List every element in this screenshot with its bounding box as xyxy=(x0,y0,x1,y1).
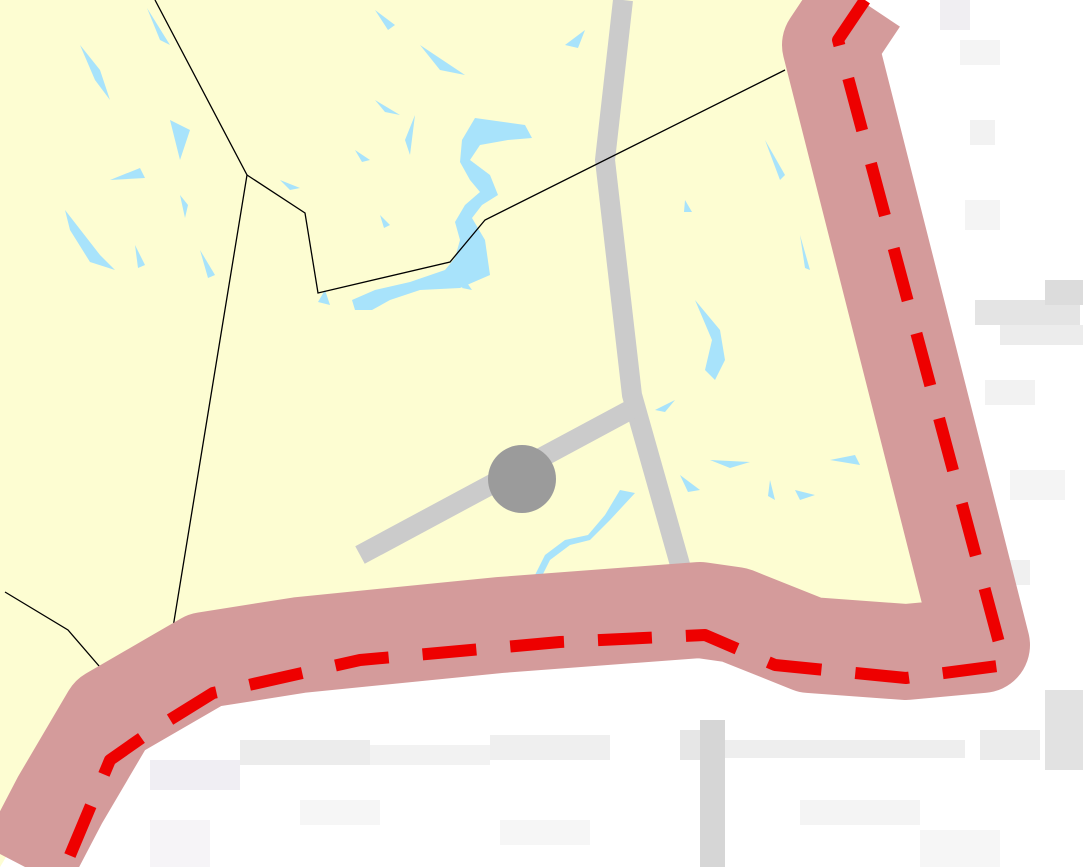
pond xyxy=(795,490,815,500)
pond xyxy=(80,45,110,100)
pond xyxy=(375,10,395,30)
pond xyxy=(147,8,170,45)
pond xyxy=(800,235,810,270)
pond xyxy=(405,115,415,155)
pond xyxy=(830,455,860,465)
pond xyxy=(565,30,585,48)
pond xyxy=(680,475,700,492)
main-road xyxy=(594,0,700,603)
district-boundary xyxy=(246,69,786,294)
pond xyxy=(280,180,300,190)
water-features xyxy=(65,8,860,600)
outside-raster xyxy=(150,0,1083,867)
pond xyxy=(420,45,465,75)
pond xyxy=(765,140,785,180)
pond xyxy=(375,100,400,115)
pond xyxy=(768,480,775,500)
admin-boundary-halo xyxy=(0,0,1030,867)
pond xyxy=(170,120,190,160)
point-marker[interactable] xyxy=(488,445,556,513)
pond xyxy=(110,168,145,180)
pond xyxy=(200,250,215,278)
pond xyxy=(65,210,115,270)
pond xyxy=(535,490,635,580)
stream xyxy=(352,118,532,310)
admin-boundary-line xyxy=(62,0,1011,863)
pond xyxy=(710,460,750,468)
pond xyxy=(135,245,145,268)
pond xyxy=(684,200,692,212)
pond xyxy=(380,215,390,228)
pond xyxy=(462,280,472,290)
pond xyxy=(695,300,725,380)
pond xyxy=(318,290,330,305)
pond xyxy=(355,150,370,162)
pond xyxy=(655,400,675,412)
pond xyxy=(180,195,188,218)
